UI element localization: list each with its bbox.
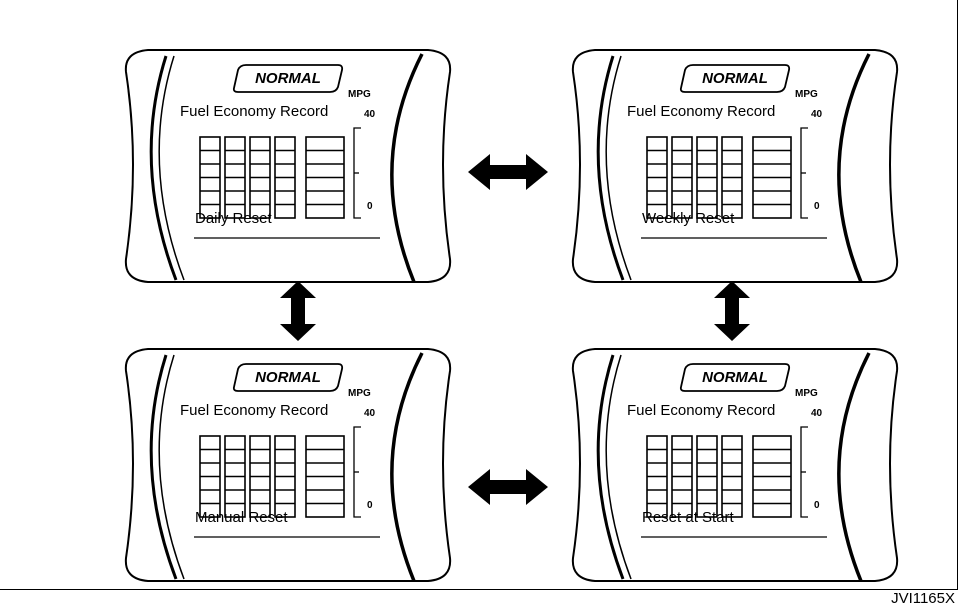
unit-label: MPG	[348, 388, 371, 399]
left-arc	[605, 55, 632, 281]
display-panel-manual-reset: NORMAL Fuel Economy Record MPG 40 0 Manu…	[118, 343, 458, 593]
bezel-outline	[571, 348, 899, 582]
badge-label: NORMAL	[255, 369, 321, 386]
tick-min-label: 0	[814, 500, 820, 511]
bezel-outline	[124, 348, 452, 582]
normal-badge: NORMAL	[236, 361, 340, 391]
display-panel-weekly-reset: NORMAL Fuel Economy Record MPG 40 0 Week…	[565, 44, 905, 294]
record-title: Fuel Economy Record	[180, 103, 329, 120]
normal-badge: NORMAL	[683, 361, 787, 391]
left-arc	[149, 354, 178, 580]
tick-min-label: 0	[367, 500, 373, 511]
horizontal-double-arrow-icon	[468, 154, 548, 190]
badge-outline	[679, 64, 791, 93]
unit-label: MPG	[795, 388, 818, 399]
reset-mode-label: Reset at Start	[642, 509, 734, 526]
reset-mode-label: Manual Reset	[195, 509, 288, 526]
bezel-outline	[124, 49, 452, 283]
display-bezel	[124, 49, 452, 283]
figure-code: JVI1165X	[891, 590, 955, 607]
normal-badge: NORMAL	[683, 62, 787, 92]
vertical-double-arrow-icon	[280, 281, 316, 341]
tick-max-label: 40	[364, 408, 376, 419]
badge-outline	[232, 363, 344, 392]
bezel-outline	[571, 49, 899, 283]
tick-max-label: 40	[364, 109, 376, 120]
badge-label: NORMAL	[255, 70, 321, 87]
figure-frame	[0, 0, 958, 590]
right-arc	[837, 352, 871, 582]
record-title: Fuel Economy Record	[627, 103, 776, 120]
vertical-double-arrow-icon	[714, 281, 750, 341]
left-arc	[605, 354, 632, 580]
display-bezel	[571, 348, 899, 582]
horizontal-double-arrow-icon	[468, 469, 548, 505]
right-arc	[390, 53, 424, 283]
badge-outline	[232, 64, 344, 93]
tick-max-label: 40	[811, 109, 823, 120]
left-arc	[596, 354, 625, 580]
display-panel-reset-at-start: NORMAL Fuel Economy Record MPG 40 0 Rese…	[565, 343, 905, 593]
record-title: Fuel Economy Record	[627, 402, 776, 419]
record-title: Fuel Economy Record	[180, 402, 329, 419]
left-arc	[596, 55, 625, 281]
left-arc	[149, 55, 178, 281]
badge-label: NORMAL	[702, 369, 768, 386]
display-bezel	[124, 348, 452, 582]
right-arc	[837, 53, 871, 283]
badge-label: NORMAL	[702, 70, 768, 87]
left-arc	[158, 55, 185, 281]
unit-label: MPG	[348, 89, 371, 100]
display-panel-daily-reset: NORMAL Fuel Economy Record MPG 40 0 Dail…	[118, 44, 458, 294]
display-bezel	[571, 49, 899, 283]
tick-min-label: 0	[367, 201, 373, 212]
reset-mode-label: Daily Reset	[195, 210, 272, 227]
badge-outline	[679, 363, 791, 392]
normal-badge: NORMAL	[236, 62, 340, 92]
right-arc	[390, 352, 424, 582]
unit-label: MPG	[795, 89, 818, 100]
reset-mode-label: Weekly Reset	[642, 210, 735, 227]
tick-max-label: 40	[811, 408, 823, 419]
tick-min-label: 0	[814, 201, 820, 212]
left-arc	[158, 354, 185, 580]
